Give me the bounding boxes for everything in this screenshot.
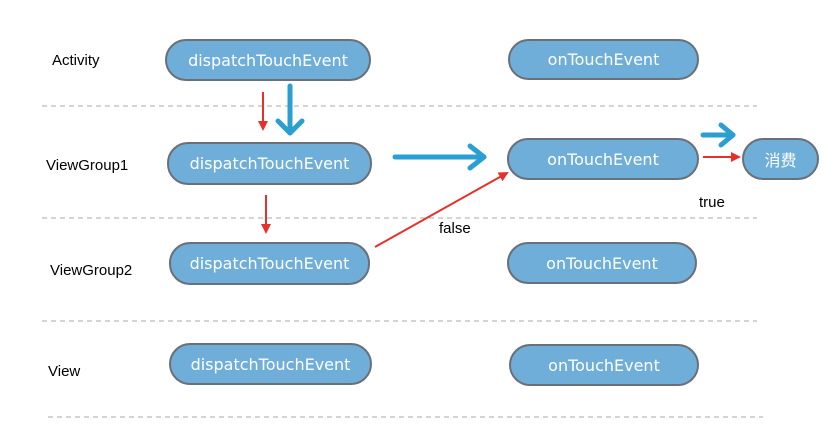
ontouch-node-activity: onTouchEvent [508,39,699,80]
edge-label-true: true [699,194,725,211]
row-label-activity: Activity [52,52,100,69]
edge-label-false: false [439,220,471,237]
consume-node: 消费 [742,138,819,180]
row-label-view: View [48,363,81,380]
ontouch-node-viewgroup2: onTouchEvent [507,242,697,284]
dispatch-node-viewgroup2: dispatchTouchEvent [169,242,370,285]
dispatch-node-viewgroup1: dispatchTouchEvent [167,142,372,185]
row-label-viewgroup2: ViewGroup2 [50,262,133,279]
dispatch-node-activity: dispatchTouchEvent [165,39,371,81]
blue-arrow-ontouch-to-consume [700,122,736,148]
row-label-viewgroup1: ViewGroup1 [46,157,129,174]
blue-arrow-activity-to-viewgroup1 [275,83,305,136]
ontouch-node-view: onTouchEvent [509,344,699,386]
blue-arrow-dispatch-to-ontouch [392,143,487,171]
dispatch-node-view: dispatchTouchEvent [169,343,372,385]
ontouch-node-viewgroup1: onTouchEvent [507,138,699,180]
red-arrow-false-to-ontouch [374,172,509,248]
